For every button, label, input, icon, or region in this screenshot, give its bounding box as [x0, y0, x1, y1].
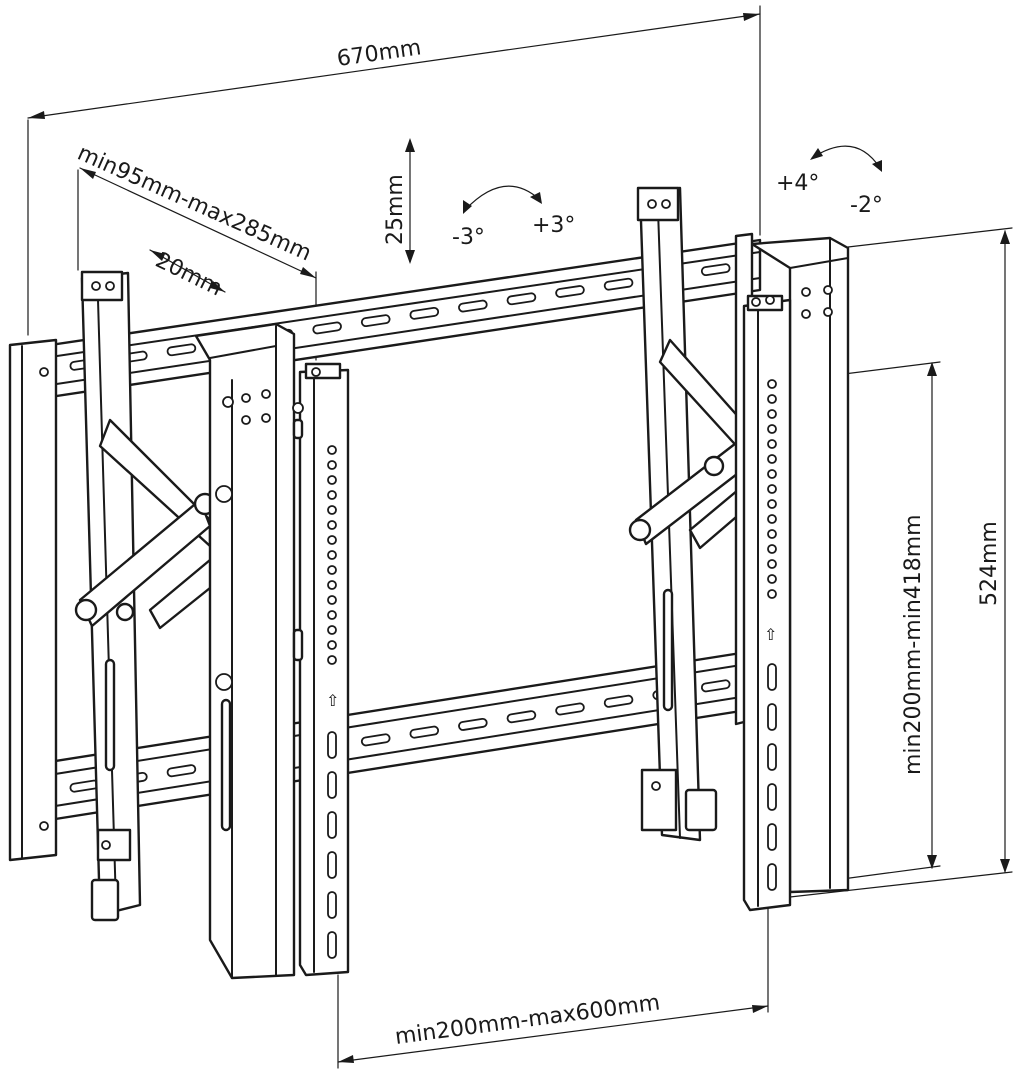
post-slot — [767, 823, 777, 851]
rail-slot — [458, 717, 488, 731]
left-arm-assembly — [74, 270, 222, 922]
post-slot — [767, 863, 777, 891]
post-hole — [327, 475, 337, 485]
post-hole — [327, 460, 337, 470]
rail-slot — [603, 694, 634, 708]
post-hole — [767, 484, 777, 494]
label-arm-gap: 20mm — [151, 248, 226, 302]
rail-slot — [555, 702, 585, 716]
post-hole — [327, 595, 337, 605]
post-hole — [327, 640, 337, 650]
left-wall-upright — [8, 338, 58, 862]
post-hole — [767, 469, 777, 479]
post-slot — [327, 891, 337, 919]
left-front-plate — [194, 322, 296, 980]
post-slot — [327, 771, 337, 799]
label-width-range: min200mm-max600mm — [394, 990, 662, 1050]
post-hole — [327, 565, 337, 575]
post-hole — [327, 580, 337, 590]
post-hole — [767, 379, 777, 389]
rail-slot — [409, 725, 440, 739]
rail-slot — [555, 285, 585, 298]
post-hole — [327, 655, 337, 665]
dimension-lines — [27, 5, 1013, 1069]
label-swivel-plus: +4° — [776, 171, 819, 196]
post-slot — [327, 811, 337, 839]
rail-slot — [312, 321, 342, 335]
post-hole — [327, 535, 337, 545]
post-hole — [327, 625, 337, 635]
post-hole — [767, 544, 777, 554]
label-tilt-plus: +3° — [532, 213, 575, 238]
label-width-overall: 670mm — [335, 35, 423, 72]
post-hole — [767, 439, 777, 449]
post-hole — [767, 559, 777, 569]
post-hole — [767, 529, 777, 539]
post-hole — [767, 574, 777, 584]
rail-slot — [166, 764, 197, 778]
post-slot — [767, 703, 777, 731]
post-hole — [767, 589, 777, 599]
rail-slot — [360, 733, 391, 747]
right-post: ⇧ — [742, 294, 792, 912]
post-hole — [767, 394, 777, 404]
rail-slot — [166, 343, 197, 357]
label-swivel-minus: -2° — [850, 193, 883, 218]
right-arm-assembly — [628, 186, 758, 842]
rail-slot — [409, 306, 440, 320]
post-hole — [767, 514, 777, 524]
rail-slot — [506, 710, 537, 724]
label-tilt-minus: -3° — [452, 225, 485, 250]
label-vertical-adjust: 25mm — [383, 174, 408, 245]
post-hole — [327, 520, 337, 530]
post-slot — [327, 931, 337, 959]
label-height-range: min200mm-min418mm — [901, 514, 926, 775]
rail-slot — [360, 314, 391, 328]
post-slot — [767, 663, 777, 691]
rail-slot — [603, 277, 634, 291]
rail-slot — [700, 679, 731, 693]
post-slot — [767, 783, 777, 811]
post-hole — [767, 409, 777, 419]
svg-text:⇧: ⇧ — [764, 625, 777, 644]
post-hole — [327, 445, 337, 455]
post-slot — [327, 851, 337, 879]
post-hole — [327, 505, 337, 515]
rail-slot — [700, 263, 731, 277]
post-hole — [327, 490, 337, 500]
post-hole — [767, 454, 777, 464]
rail-slot — [506, 292, 537, 306]
label-arm-depth: min95mm-max285mm — [74, 141, 315, 267]
post-slot — [327, 731, 337, 759]
post-hole — [767, 424, 777, 434]
post-slot — [767, 743, 777, 771]
post-hole — [327, 610, 337, 620]
post-hole — [767, 499, 777, 509]
svg-text:⇧: ⇧ — [326, 691, 339, 710]
rail-slot — [458, 299, 488, 313]
left-post: ⇧ — [292, 362, 350, 977]
post-hole — [327, 550, 337, 560]
label-height-overall: 524mm — [977, 521, 1002, 606]
